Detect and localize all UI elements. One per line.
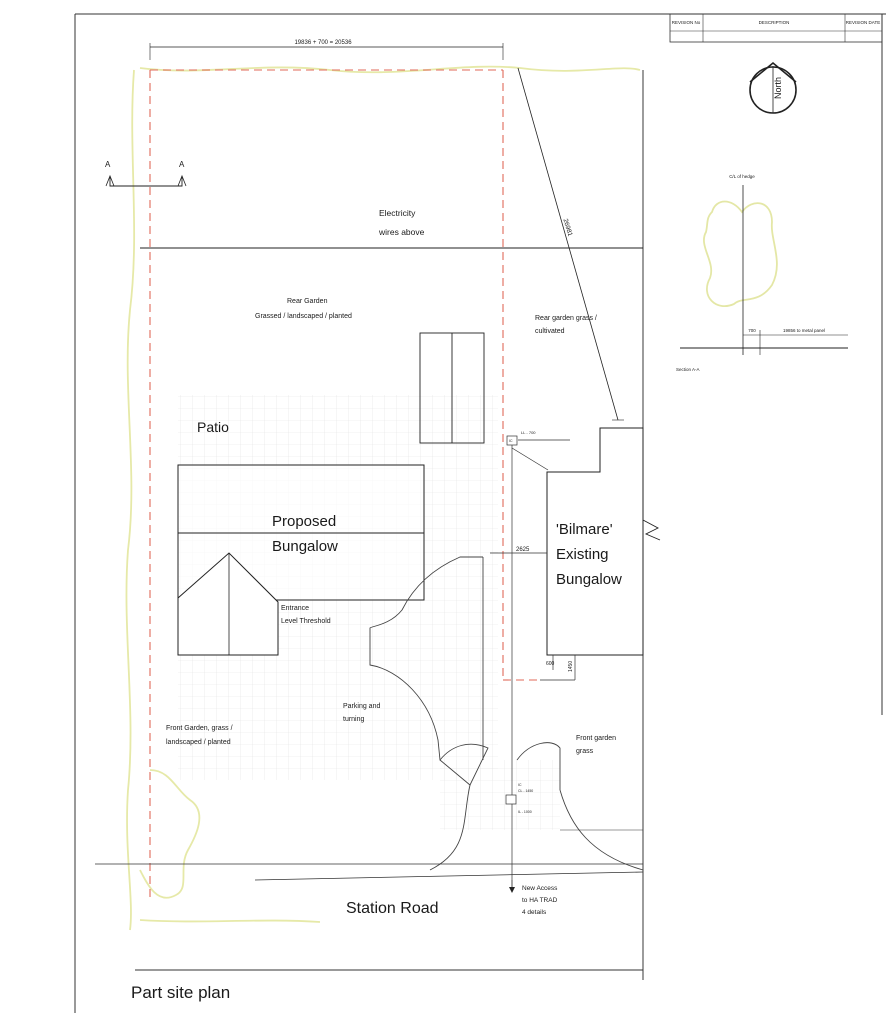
revision-table: REVISION No DESCRIPTION REVISION DATE bbox=[669, 13, 883, 43]
rear-grass-label-2: cultivated bbox=[535, 328, 565, 335]
front-grass-label-1: Front garden bbox=[576, 735, 616, 742]
rear-garden-label-1: Rear Garden bbox=[287, 298, 328, 305]
electricity-label-2: wires above bbox=[378, 227, 425, 237]
entrance-label-2: Level Threshold bbox=[281, 618, 331, 625]
existing-bungalow bbox=[546, 427, 661, 656]
hedge-boundary bbox=[125, 65, 641, 931]
north-arrow-icon: North bbox=[749, 61, 797, 114]
ic-top-level: LL - 700 bbox=[521, 430, 536, 435]
rear-grass-label-1: Rear garden grass / bbox=[535, 315, 597, 322]
section-mark-left: A bbox=[105, 160, 111, 169]
proposed-bungalow-label-1: Proposed bbox=[272, 513, 336, 530]
section-dim-metal: 19856 to metal panel bbox=[783, 328, 825, 333]
new-access-label-1: New Access bbox=[522, 885, 558, 892]
ic-top-label: IC bbox=[509, 439, 513, 443]
proposed-bungalow-label-2: Bungalow bbox=[272, 538, 338, 555]
revision-no-header: REVISION No bbox=[672, 20, 701, 25]
ic-bottom-level-2: IL - 1000 bbox=[518, 810, 532, 814]
section-mark-right: A bbox=[179, 160, 185, 169]
existing-bungalow-label-1: 'Bilmare' bbox=[556, 521, 613, 538]
dimension-1450: 1450 bbox=[568, 661, 574, 672]
dimension-2625: 2625 bbox=[516, 547, 530, 553]
top-dimension-text: 19836 + 700 = 20536 bbox=[294, 40, 352, 46]
ic-bottom-label: IC bbox=[518, 783, 522, 787]
description-header: DESCRIPTION bbox=[759, 20, 790, 25]
drain-run bbox=[490, 435, 576, 880]
road-lines bbox=[95, 829, 644, 971]
station-road-label: Station Road bbox=[346, 900, 439, 917]
part-site-plan-caption: Part site plan bbox=[131, 983, 230, 1002]
parking-label-1: Parking and bbox=[343, 703, 380, 710]
section-a-a: C/L of hedge 700 19856 to metal panel Se… bbox=[676, 174, 848, 372]
new-access-label-2: to HA TRAD bbox=[522, 897, 558, 904]
proposed-bungalow bbox=[177, 464, 425, 656]
front-garden-label-1: Front Garden, grass / bbox=[166, 725, 233, 732]
section-title: Section A-A bbox=[676, 367, 700, 372]
front-grass-label-2: grass bbox=[576, 748, 594, 755]
existing-bungalow-label-2: Existing bbox=[556, 546, 609, 563]
site-boundary-red bbox=[149, 69, 540, 900]
rear-garden-label-2: Grassed / landscaped / planted bbox=[255, 313, 352, 320]
ic-bottom-level-1: CL - 1450 bbox=[518, 789, 533, 793]
electricity-label-1: Electricity bbox=[379, 208, 416, 218]
top-dimension: 19836 + 700 = 20536 bbox=[149, 40, 504, 60]
hedge-label: C/L of hedge bbox=[729, 174, 755, 179]
section-mark-a: A A bbox=[105, 160, 187, 187]
section-dim-700: 700 bbox=[748, 328, 756, 333]
entrance-label-1: Entrance bbox=[281, 605, 309, 612]
front-garden-label-2: landscaped / planted bbox=[166, 739, 231, 746]
patio-label: Patio bbox=[197, 419, 229, 435]
dimension-600: 600 bbox=[546, 661, 555, 667]
access-arrow-icon bbox=[509, 880, 515, 893]
parking-bays bbox=[419, 332, 485, 444]
revision-date-header: REVISION DATE bbox=[846, 20, 880, 25]
north-label: North bbox=[773, 77, 783, 99]
existing-bungalow-label-3: Bungalow bbox=[556, 571, 622, 588]
parking-label-2: turning bbox=[343, 716, 365, 723]
new-access-label-3: 4 details bbox=[522, 909, 547, 916]
diagonal-dimension: 26981 bbox=[517, 67, 624, 421]
driveway-paving bbox=[440, 760, 560, 830]
